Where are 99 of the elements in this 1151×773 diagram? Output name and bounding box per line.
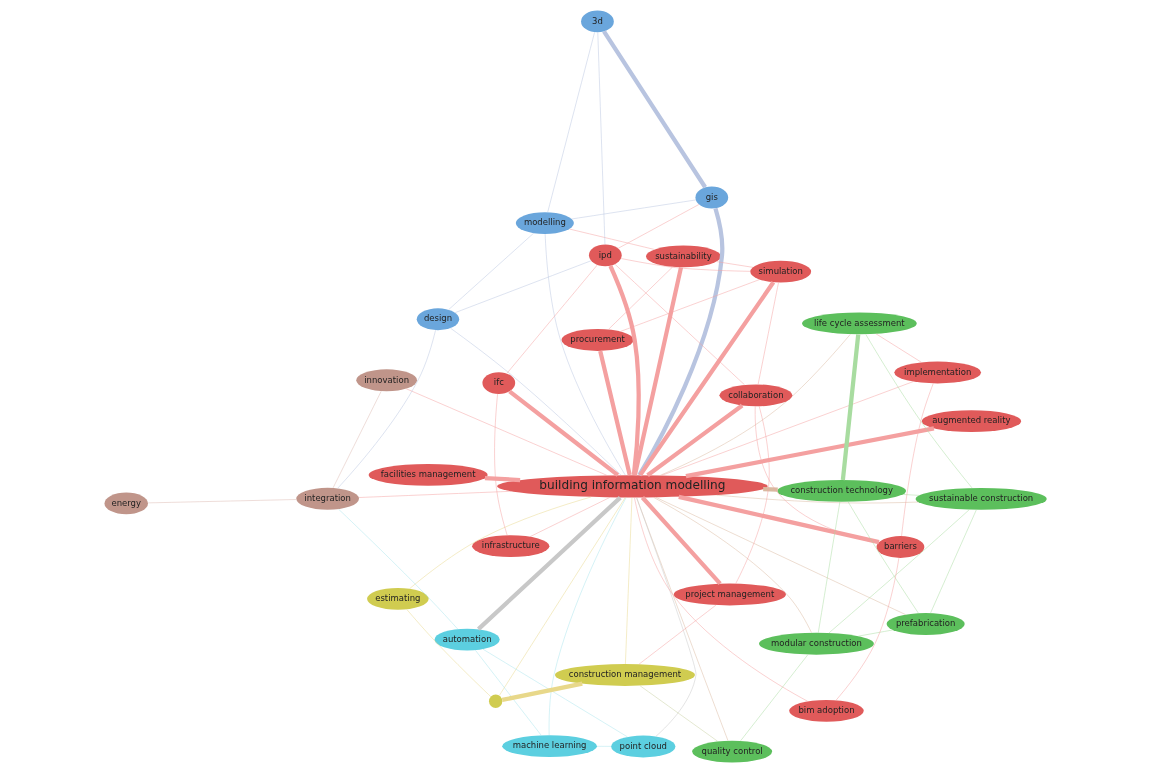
node-ellipse: innovation (356, 369, 418, 392)
connector (608, 265, 641, 476)
connector (655, 497, 906, 615)
node-ellipse: estimating (367, 587, 429, 610)
node-ellipse: design (416, 308, 460, 331)
connector (548, 497, 627, 736)
node-ellipse: prefabrication (886, 613, 965, 635)
connector (757, 282, 779, 385)
connector (740, 654, 809, 742)
node-ellipse: construction technology (777, 480, 906, 502)
node-ellipse: augmented reality (921, 410, 1022, 433)
node-ellipse: point cloud (611, 735, 676, 758)
connector (636, 497, 697, 737)
connector (337, 330, 436, 489)
connector (875, 333, 922, 363)
connector (484, 475, 521, 483)
connector (640, 496, 722, 586)
connector (620, 279, 760, 332)
node-ellipse: building information modelling (497, 475, 768, 498)
connector (637, 207, 725, 477)
node-ellipse: simulation (750, 260, 812, 283)
connector (608, 266, 673, 330)
connector (482, 648, 628, 738)
node-ellipse: sustainability (646, 245, 721, 268)
connector (902, 494, 920, 496)
connector (147, 499, 297, 504)
connector (409, 496, 592, 589)
connector (930, 509, 977, 614)
connector (596, 746, 612, 747)
connector (358, 491, 512, 498)
connector (547, 32, 595, 213)
node-ellipse: facilities management (368, 464, 488, 486)
connector (678, 494, 880, 545)
node-ellipse: modular construction (759, 632, 874, 655)
connector (475, 650, 542, 736)
connector (450, 327, 622, 476)
node-ellipse: ipd (588, 244, 622, 267)
node-ellipse: bim adoption (789, 699, 864, 722)
connector (501, 681, 583, 703)
connector (614, 264, 745, 385)
node-circle (489, 694, 503, 708)
connector (598, 350, 632, 476)
connector (865, 334, 973, 489)
connector (636, 497, 729, 741)
connector (659, 334, 851, 476)
node-ellipse: procurement (561, 329, 634, 351)
connector (716, 261, 754, 268)
connector (476, 496, 622, 631)
connector (569, 228, 655, 250)
node-ellipse: construction management (555, 664, 695, 686)
node-ellipse: ifc (482, 372, 516, 394)
node-ellipse: life cycle assessment (802, 312, 917, 335)
node-ellipse: collaboration (719, 384, 793, 407)
connector (653, 497, 812, 633)
connector (571, 199, 696, 220)
node-ellipse: energy (104, 492, 148, 515)
connector (406, 609, 491, 697)
node-ellipse: 3d (581, 10, 614, 33)
connector (735, 406, 770, 584)
connector (646, 403, 744, 477)
connector (634, 497, 808, 702)
connector (835, 557, 900, 701)
connector (901, 383, 934, 537)
connector (638, 281, 776, 477)
connector (602, 30, 707, 189)
connector (625, 497, 633, 665)
connector (494, 393, 508, 536)
connector (685, 426, 935, 479)
connector (544, 233, 626, 476)
node-ellipse: barriers (876, 536, 925, 558)
node-ellipse: quality control (692, 740, 773, 763)
connector (448, 232, 534, 310)
connector (338, 508, 458, 630)
connector (406, 388, 608, 476)
connector (818, 501, 841, 633)
connector (617, 204, 700, 249)
connector (597, 32, 606, 245)
node-ellipse: sustainable construction (915, 488, 1047, 510)
node-ellipse: gis (695, 186, 729, 209)
connector (858, 629, 894, 637)
connector (529, 497, 611, 537)
node-ellipse: infrastructure (472, 535, 550, 558)
node-ellipse: machine learning (502, 735, 597, 758)
connector (332, 390, 382, 489)
connector (620, 258, 751, 272)
connector (716, 494, 919, 504)
connector (639, 685, 718, 742)
connector (508, 389, 620, 477)
connector (638, 604, 717, 665)
connector (506, 264, 598, 374)
connector (499, 497, 626, 696)
connector (840, 334, 861, 481)
connector (454, 260, 592, 313)
node-ellipse: implementation (894, 361, 982, 384)
node-ellipse: project management (673, 583, 786, 606)
node-ellipse: integration (296, 487, 359, 510)
node-ellipse: modelling (515, 212, 574, 235)
node-ellipse: automation (434, 628, 500, 651)
connector (847, 501, 919, 614)
